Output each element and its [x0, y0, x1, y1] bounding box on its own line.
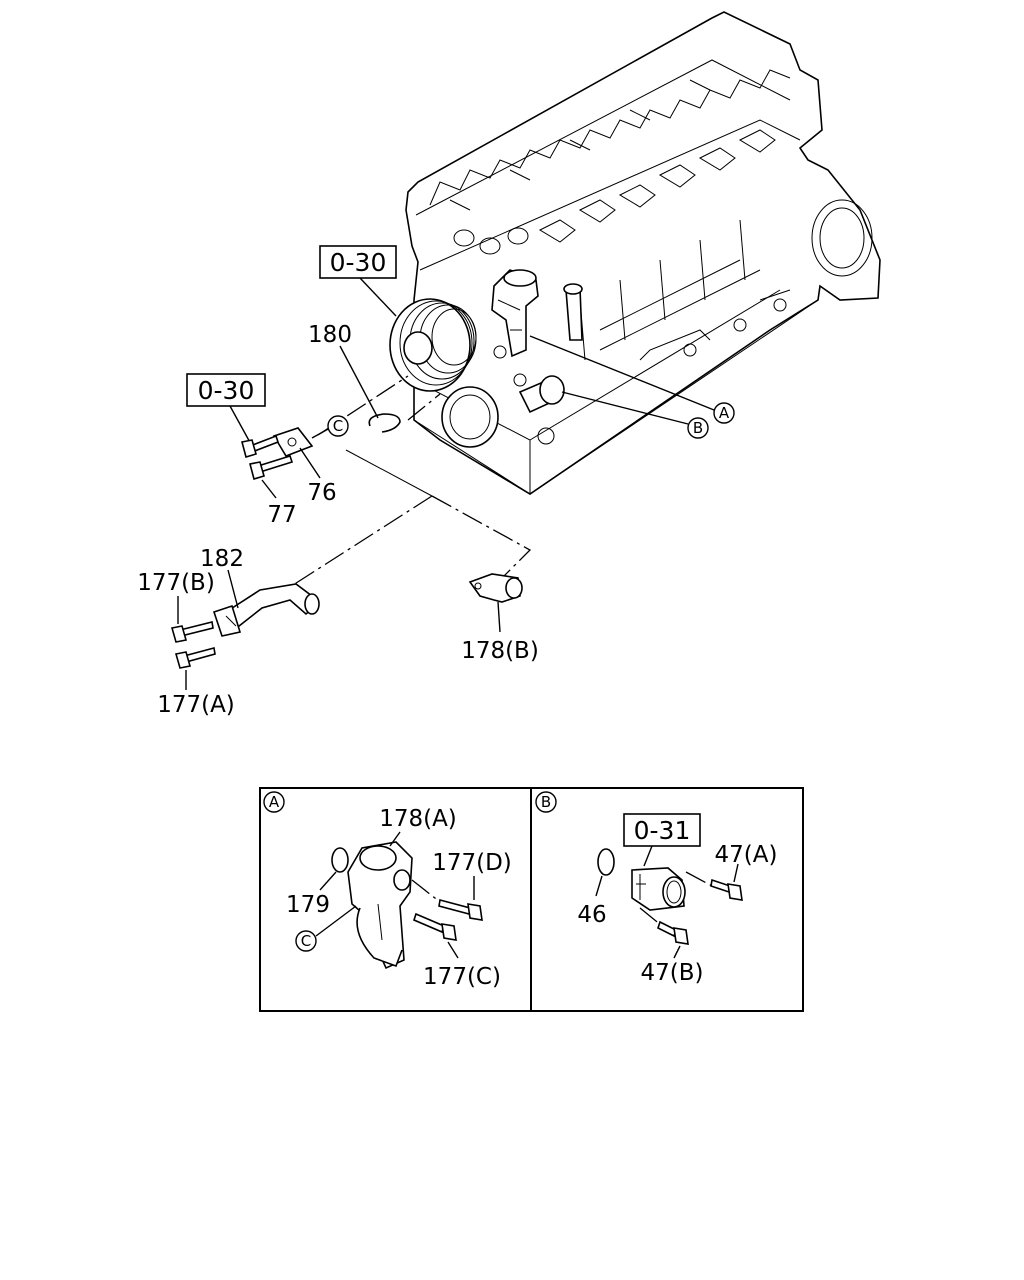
- engine-block: [405, 11, 881, 495]
- assembly-line-oring: [407, 393, 441, 421]
- label-180: 180: [308, 322, 352, 348]
- callout-c-main: C: [311, 415, 349, 439]
- bolt-47a: 47(A): [710, 842, 778, 901]
- oring-46: [597, 848, 615, 876]
- label-182: 182: [200, 546, 244, 572]
- callout-b-text: B: [693, 419, 703, 437]
- pipe-182: 182: [200, 546, 320, 637]
- label-47a: 47(A): [715, 842, 778, 868]
- bolt-177c: 177(C): [413, 912, 501, 990]
- inset-panel: [259, 787, 804, 1012]
- callout-line-b: [561, 391, 689, 425]
- label-179: 179: [286, 892, 330, 918]
- ref-box-inset-b: [623, 813, 701, 847]
- callout-line-a: [529, 335, 715, 411]
- label-178a: 178(A): [379, 806, 457, 832]
- bolt-77: 77: [249, 455, 297, 528]
- bolt-upper: [241, 434, 280, 459]
- label-77: 77: [267, 502, 296, 528]
- inset-b: B 0-31 46 47(A) 47(B): [535, 791, 778, 986]
- oring-179: [331, 847, 349, 873]
- water-pump-pulley: [389, 298, 477, 392]
- callout-a-main: A: [713, 402, 735, 424]
- callout-a-text: A: [719, 404, 730, 422]
- callout-c-text: C: [333, 417, 343, 435]
- ref-line-pulley: [359, 277, 397, 317]
- inset-b-callout: B: [541, 793, 551, 811]
- bolt-47b: 47(B): [641, 920, 704, 986]
- ref-pulley-text: 0-30: [330, 248, 387, 277]
- thermostat-outlet: [631, 867, 686, 911]
- inset-a-callout: A: [269, 793, 280, 811]
- part-178b: 178(B): [461, 573, 539, 664]
- thermostat-housing-installed: [491, 269, 539, 358]
- label-177b: 177(B): [137, 570, 215, 596]
- assembly-line-lower: [345, 449, 433, 497]
- label-47b: 47(B): [641, 960, 704, 986]
- thermostat-housing-178a: [347, 841, 413, 970]
- ref-inset-b-text: 0-31: [634, 816, 691, 845]
- callout-b-main: B: [687, 417, 709, 439]
- label-177c: 177(C): [423, 964, 501, 990]
- label-178b: 178(B): [461, 638, 539, 664]
- leader-180: [339, 345, 379, 419]
- bolt-177d: 177(D): [432, 850, 512, 921]
- inset-c-callout: C: [301, 932, 311, 950]
- assembly-line-178b: [431, 495, 532, 583]
- label-177a: 177(A): [157, 692, 235, 718]
- label-177d: 177(D): [432, 850, 512, 876]
- label-76: 76: [307, 480, 336, 506]
- bracket-76: 76: [272, 427, 337, 506]
- ref-bracket-text: 0-30: [198, 376, 255, 405]
- inset-a: A 178(A) 179 177(D) 177(C): [263, 791, 512, 990]
- bolt-177a: 177(A): [157, 647, 235, 718]
- label-46: 46: [577, 902, 606, 928]
- ref-box-pulley: 0-30: [319, 245, 397, 279]
- ref-box-bracket: 0-30: [186, 373, 266, 447]
- bolt-177b: 177(B): [137, 570, 215, 643]
- oring-180: 180: [308, 322, 401, 433]
